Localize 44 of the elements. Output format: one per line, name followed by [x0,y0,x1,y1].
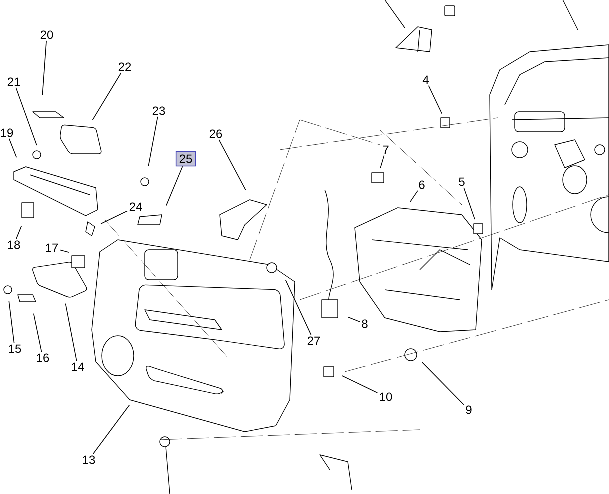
leader-line [60,250,70,254]
callout-number: 20 [38,29,56,41]
highlighted-callout-number: 25 [176,151,196,167]
callout-number: 6 [417,179,427,191]
leader-line [285,280,312,336]
leader-line [342,376,378,394]
callout-number: 17 [44,242,60,254]
callout-number: 4 [421,74,431,86]
leader-line [65,303,78,362]
leader-line [100,210,128,224]
leader-line [410,190,418,203]
callout-number: 22 [116,61,134,73]
leader-line [422,362,464,406]
callout-number: 15 [6,343,24,355]
leader-line [92,72,122,121]
callout-number: 16 [34,352,52,364]
leader-line [380,155,385,169]
leader-line [16,87,38,146]
leader-line [16,226,22,240]
leader-line [464,187,476,220]
callout-number: 14 [70,361,86,373]
callout-number: 21 [6,76,22,88]
callout-number: 19 [0,127,16,139]
leader-line [8,138,18,158]
callout-number: 5 [457,176,467,188]
leader-line [148,116,158,167]
callout-number: 24 [128,201,144,213]
leader-line [166,166,184,206]
leader-line [33,313,42,352]
leader-line [428,85,443,114]
callout-number: 18 [6,239,22,251]
callout-number: 13 [80,454,98,466]
callout-number: 7 [381,144,391,156]
callout-number: 23 [150,105,168,117]
leader-line [8,300,15,344]
leader-line [93,404,130,454]
callout-number: 27 [306,335,322,347]
leader-line [218,140,246,190]
callout-number: 8 [360,318,370,330]
callout-number: 10 [378,391,394,403]
leader-line [348,316,360,322]
callout-number: 26 [208,128,224,140]
callout-number: 9 [464,404,474,416]
leader-line [42,40,47,96]
